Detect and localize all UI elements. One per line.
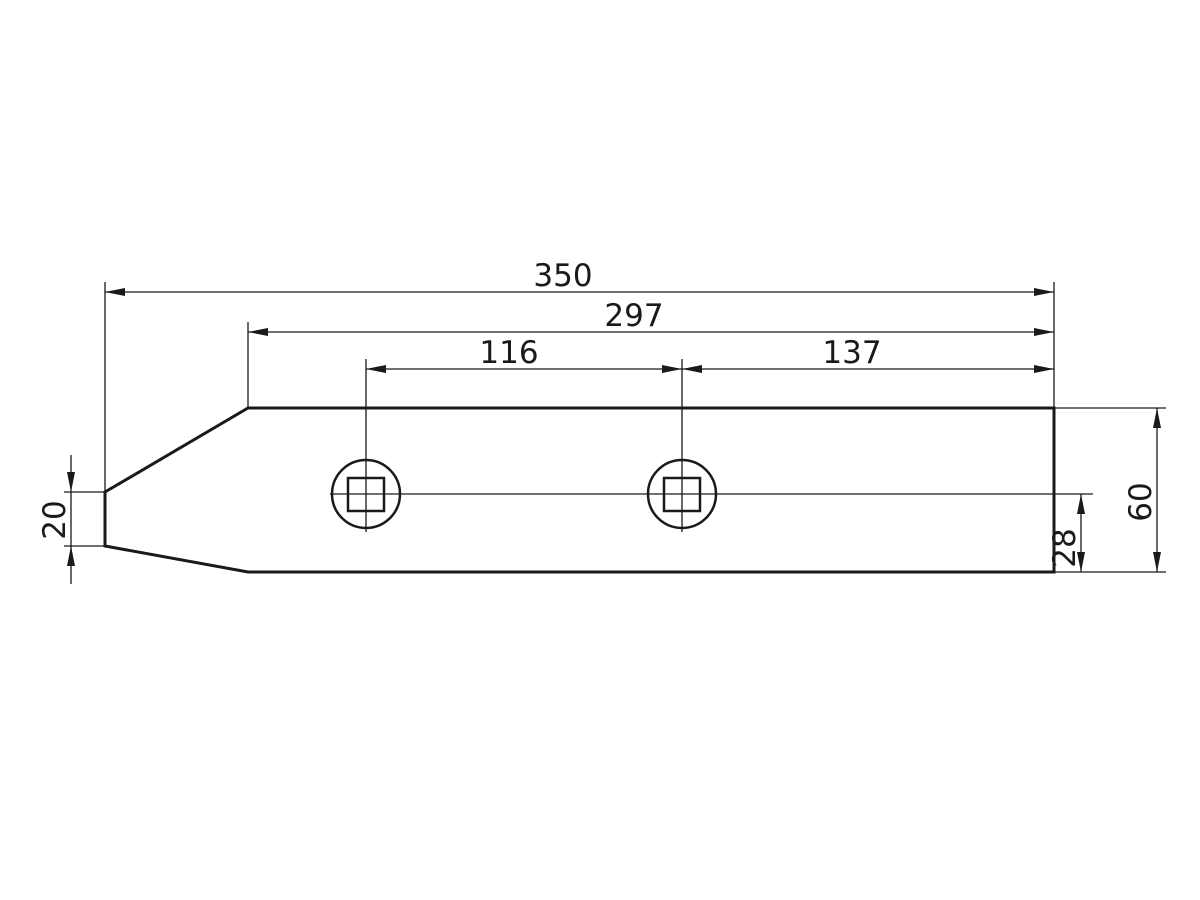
dimension-label-20: 20 [37, 500, 73, 539]
centerlines [330, 359, 1093, 532]
dimension-label-137: 137 [822, 335, 881, 371]
dimension-hole-to-end: 137 [682, 335, 1054, 373]
dimension-body-length: 297 [248, 298, 1054, 336]
dimension-tip-height: 20 [37, 455, 75, 584]
dimension-hole-spacing: 116 [366, 335, 682, 373]
dimension-label-116: 116 [479, 335, 538, 371]
dimension-height: 60 [1123, 408, 1161, 572]
part-outline [103, 406, 1056, 574]
dimension-overall-length: 350 [105, 258, 1054, 296]
dimension-label-297: 297 [604, 298, 663, 334]
dimension-hole-height: 28 [1047, 494, 1085, 572]
dimension-label-28: 28 [1047, 528, 1083, 567]
dimension-label-350: 350 [533, 258, 592, 294]
dimension-label-60: 60 [1123, 482, 1159, 521]
